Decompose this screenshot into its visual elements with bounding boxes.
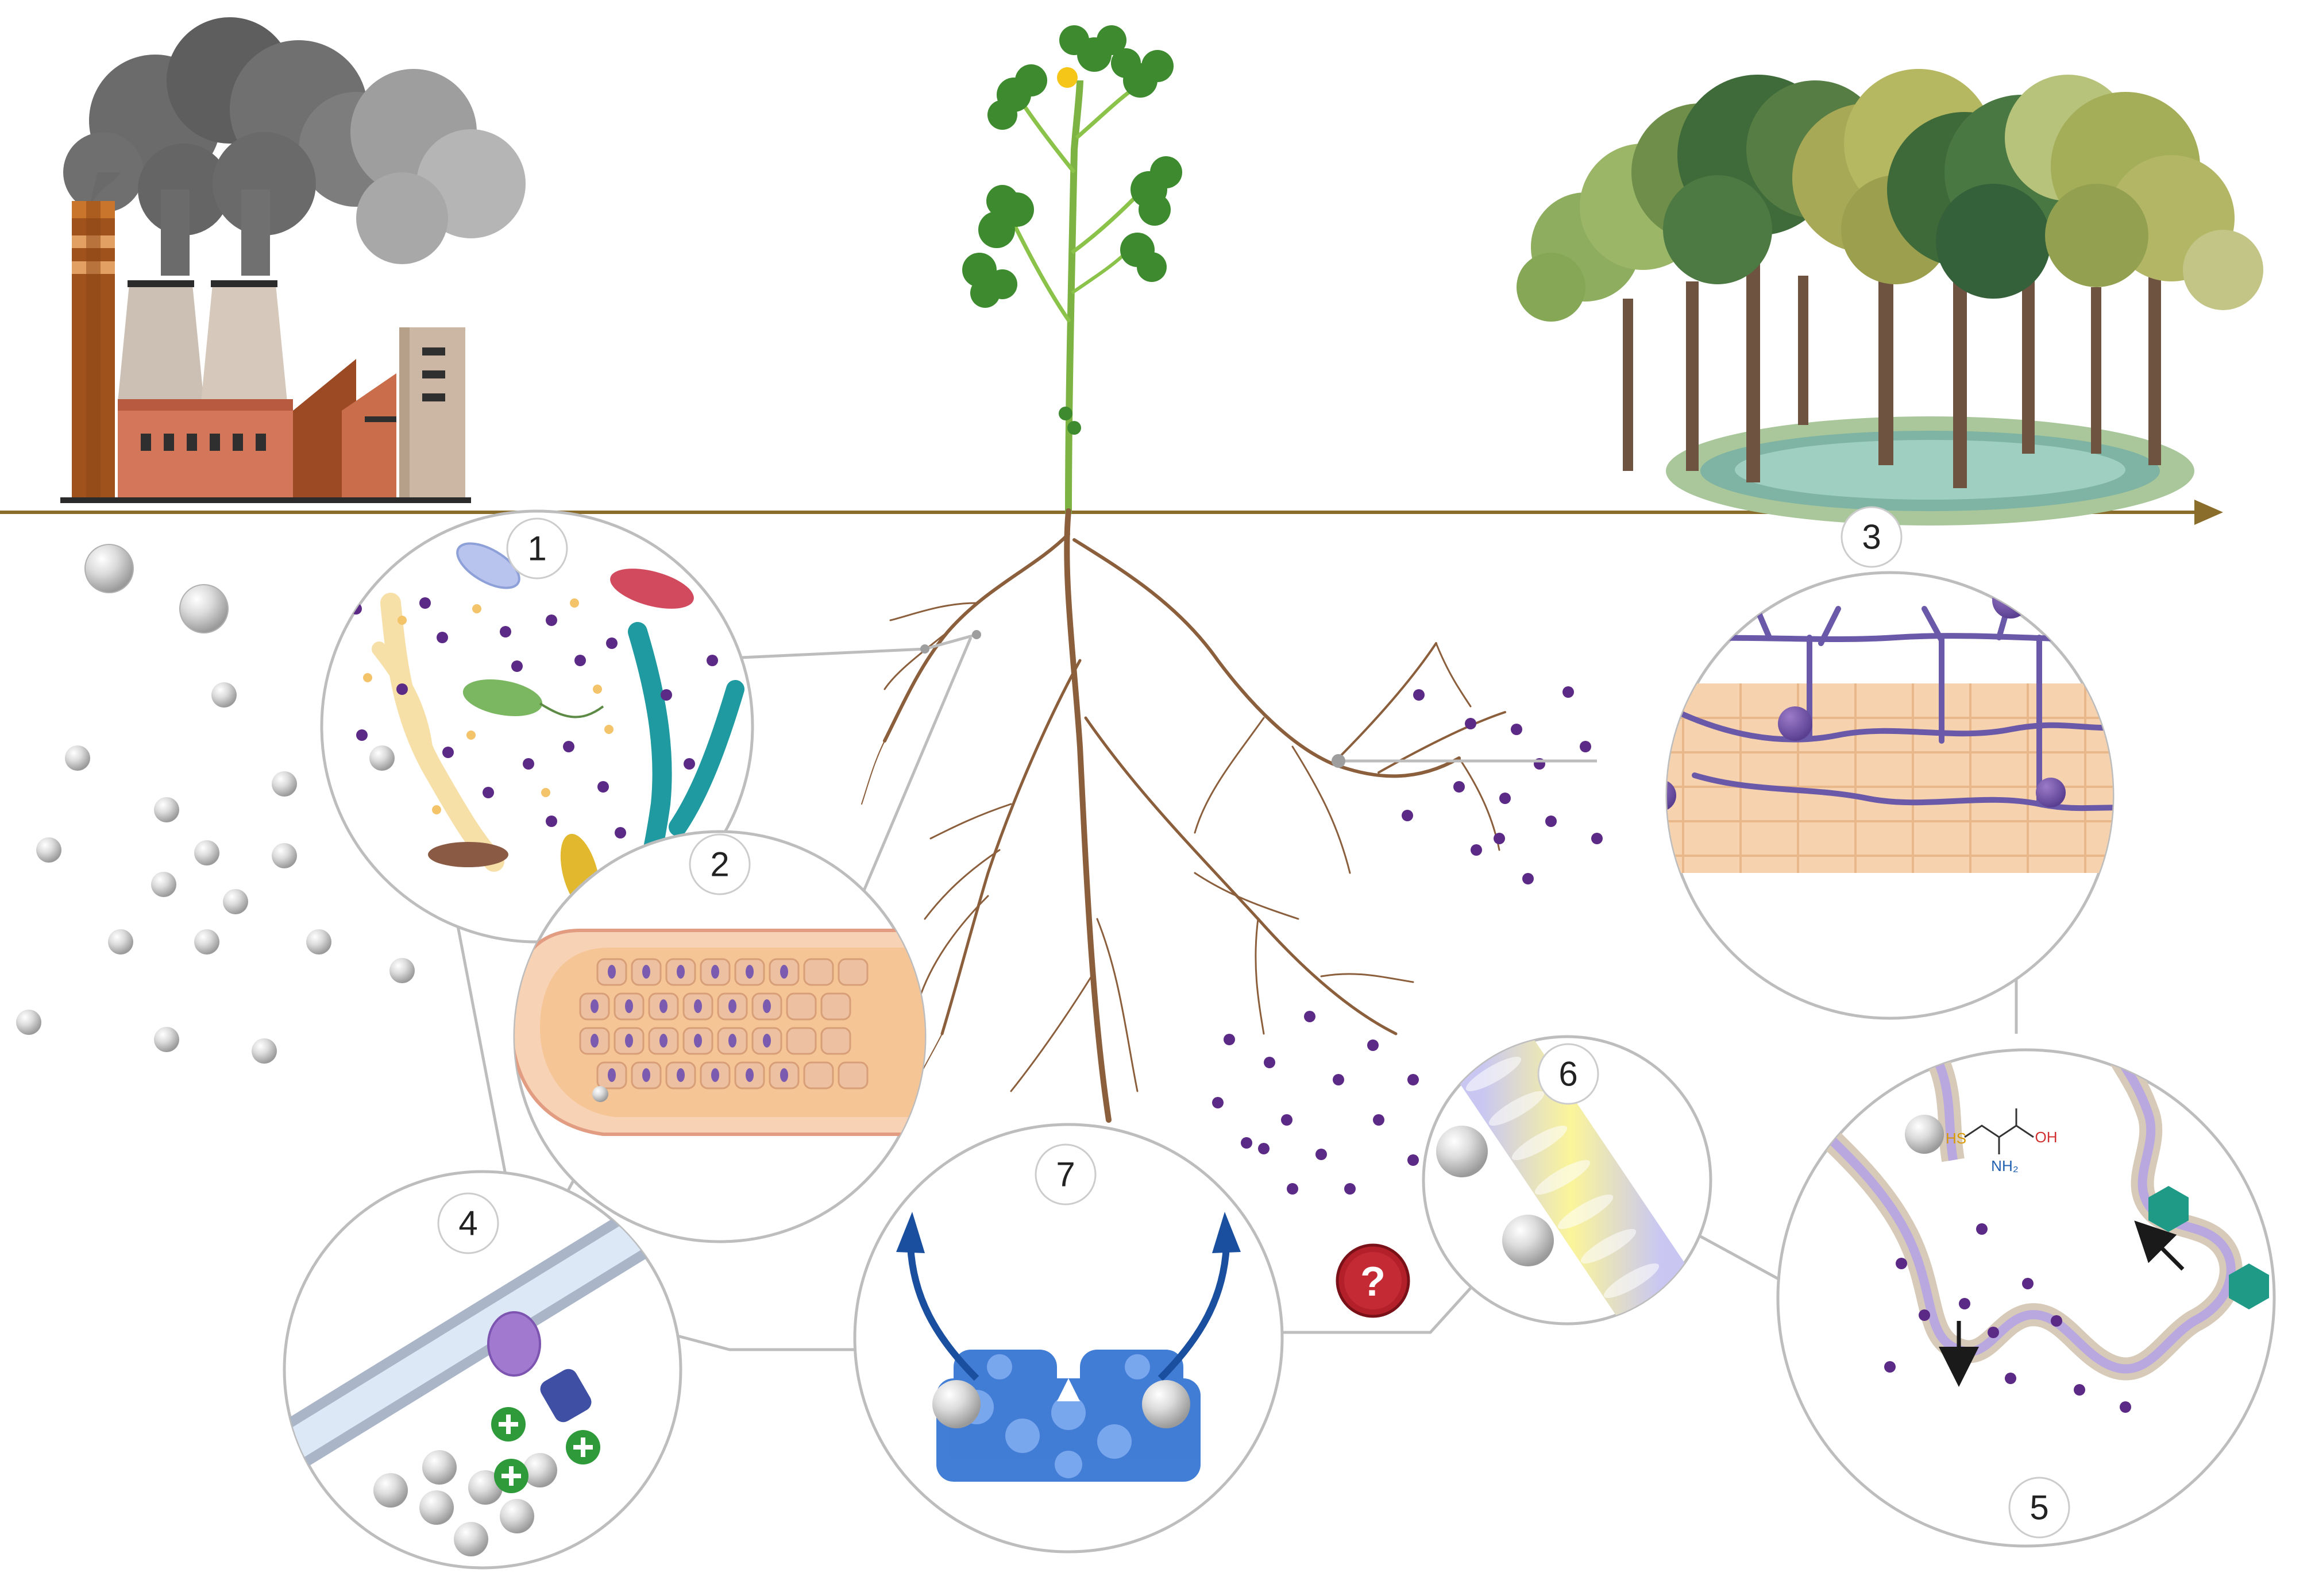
plus-icon [491, 1407, 600, 1493]
panel-2-number: 2 [710, 845, 729, 884]
panel-5-chelation: HS OH NH₂ 5 [1776, 1048, 2276, 1548]
forest-icon [1517, 69, 2263, 525]
panel-1-rhizosphere: 1 [320, 509, 754, 944]
nutrient-dots [1212, 686, 1603, 1195]
metal-particles [16, 544, 415, 1064]
amine-label: NH₂ [1991, 1157, 2019, 1174]
thiol-label: HS [1946, 1130, 1966, 1147]
smoke-cloud [63, 17, 526, 276]
panel-6-number: 6 [1558, 1055, 1577, 1093]
flower-icon [1057, 67, 1078, 88]
panel-5-number: 5 [2030, 1489, 2048, 1527]
panel-3-number: 3 [1862, 518, 1881, 557]
factory-icon [60, 17, 526, 503]
question-mark: ? [1360, 1259, 1386, 1305]
panel-3-mycorrhiza: 3 [1665, 506, 2115, 1020]
panel-2-root-tip: 2 [513, 830, 927, 1243]
root-system [861, 508, 1506, 1123]
panel-4-number: 4 [458, 1204, 477, 1243]
panel-6-vacuole: 6 [1422, 1035, 1712, 1326]
panel-4-transporter: 4 [283, 1170, 682, 1570]
hydroxyl-label: OH [2035, 1129, 2058, 1146]
panel-7-number: 7 [1056, 1156, 1075, 1194]
panel-1-number: 1 [527, 530, 546, 568]
unknown-mechanism-badge: ? [1336, 1243, 1410, 1318]
panel-7-transport-protein: 7 [853, 1123, 1284, 1554]
clover-plant-icon [962, 25, 1182, 515]
